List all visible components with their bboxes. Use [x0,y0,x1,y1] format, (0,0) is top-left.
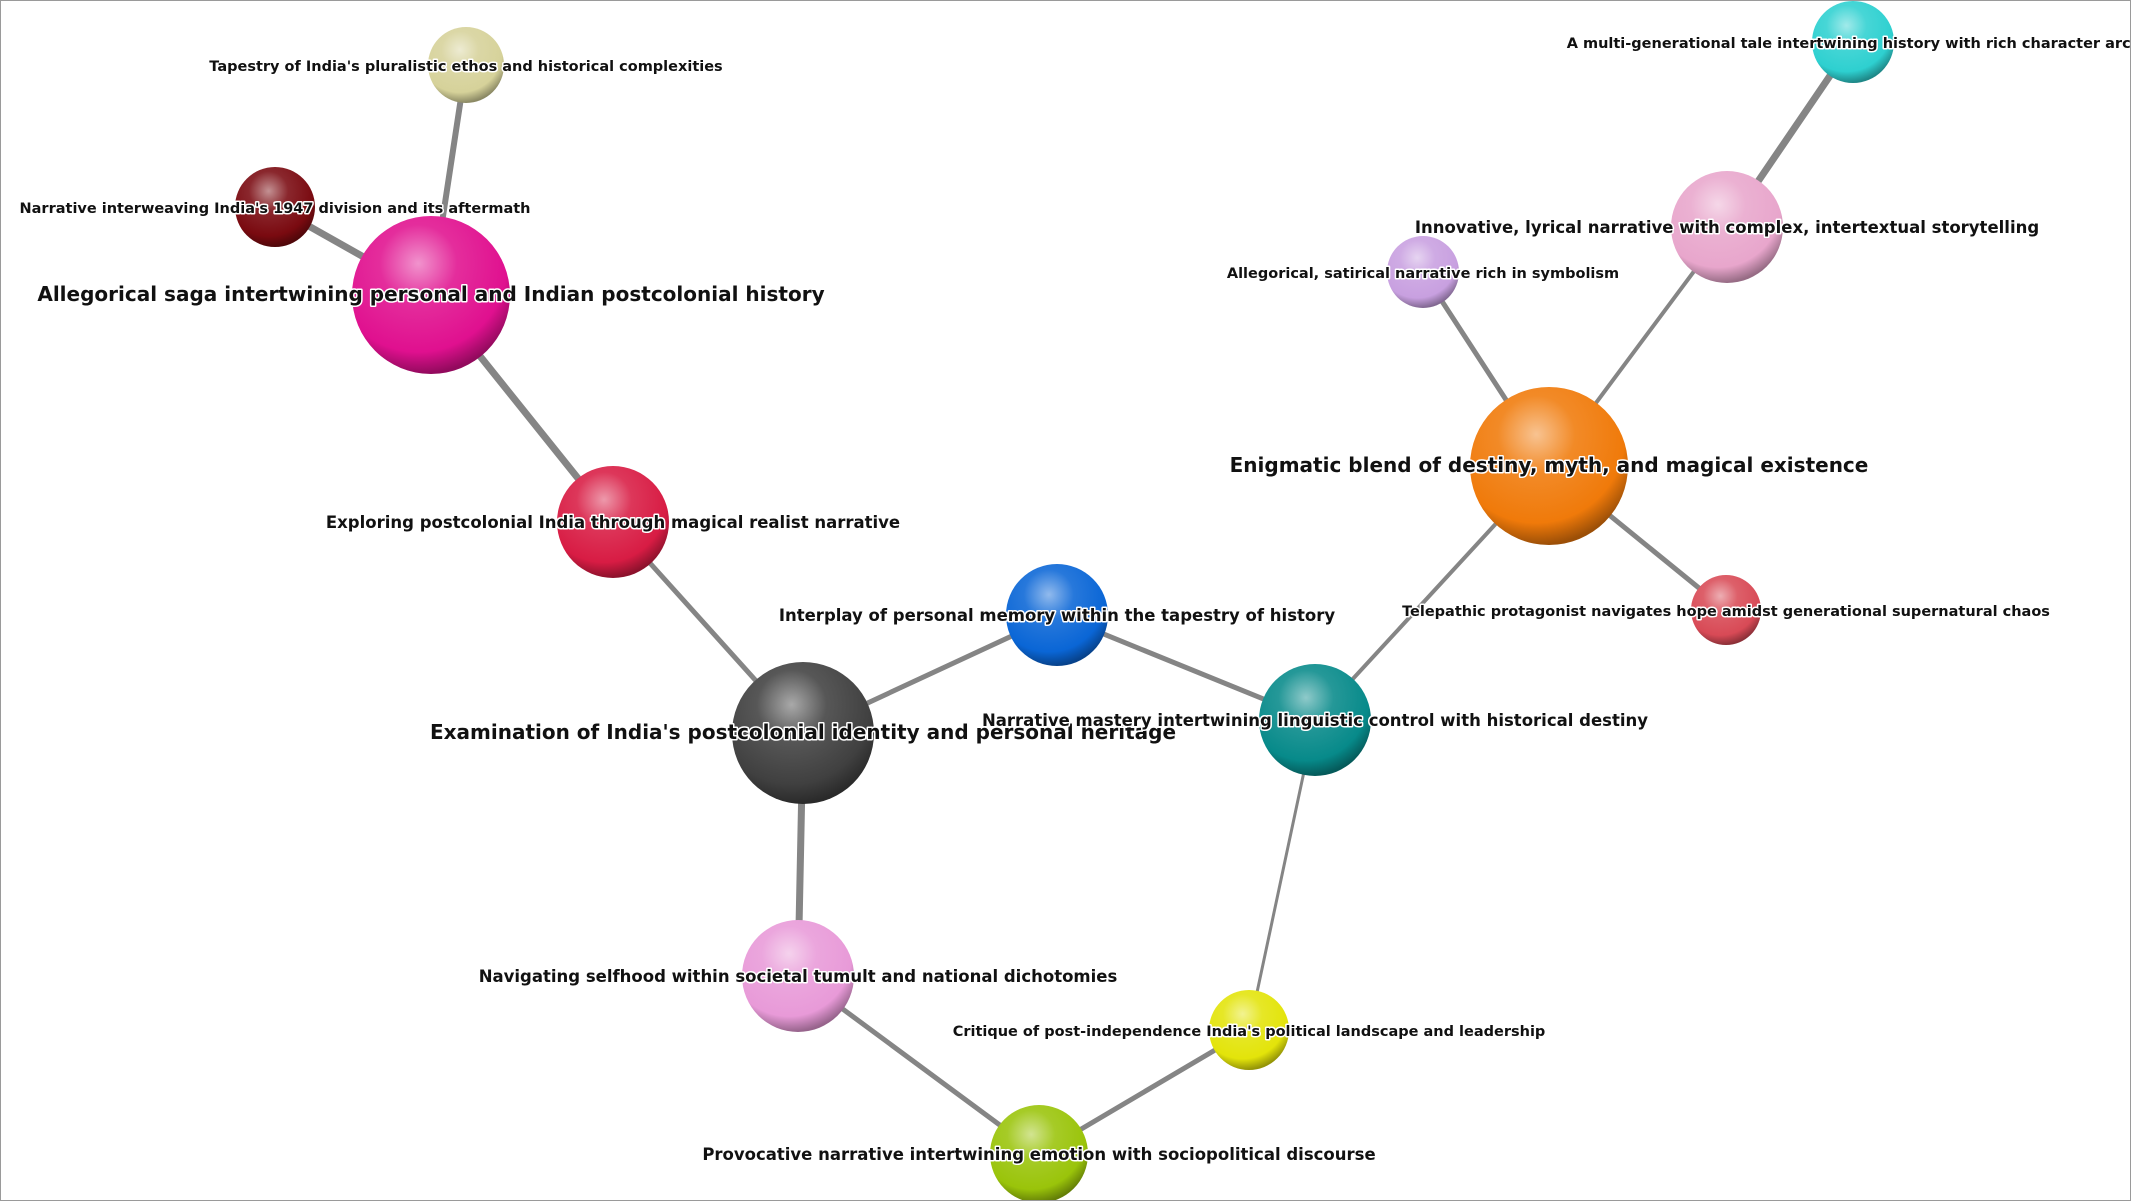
node-label-n15: Telepathic protagonist navigates hope am… [1402,604,2050,620]
node-n15[interactable] [1691,575,1761,645]
node-n4[interactable] [557,466,669,578]
node-n7[interactable] [1259,664,1371,776]
node-label-n11: Enigmatic blend of destiny, myth, and ma… [1230,453,1869,477]
node-label-n12: Allegorical, satirical narrative rich in… [1227,266,1619,282]
node-n9[interactable] [990,1105,1088,1200]
node-n10[interactable] [1209,990,1289,1070]
node-label-n6: Interplay of personal memory within the … [779,606,1336,625]
node-n13[interactable] [1671,171,1783,283]
node-n12[interactable] [1387,236,1459,308]
node-label-n8: Navigating selfhood within societal tumu… [479,967,1118,986]
node-label-n14: A multi-generational tale intertwining h… [1567,36,2130,52]
node-n14[interactable] [1812,1,1894,83]
node-label-n1: Tapestry of India's pluralistic ethos an… [209,59,722,75]
node-label-n10: Critique of post-independence India's po… [953,1024,1546,1040]
node-label-n7: Narrative mastery intertwining linguisti… [982,711,1648,730]
node-label-n13: Innovative, lyrical narrative with compl… [1415,218,2039,237]
node-n6[interactable] [1006,564,1108,666]
labels-layer: Tapestry of India's pluralistic ethos an… [18,35,2130,1166]
node-label-n4: Exploring postcolonial India through mag… [326,513,900,532]
node-n8[interactable] [742,920,854,1032]
node-n11[interactable] [1470,387,1628,545]
node-label-n5: Examination of India's postcolonial iden… [430,720,1176,744]
node-label-n9: Provocative narrative intertwining emoti… [702,1145,1375,1164]
node-n3[interactable] [352,216,510,374]
node-n2[interactable] [235,167,315,247]
nodes-layer [235,1,1894,1200]
node-n5[interactable] [732,662,874,804]
node-label-n3: Allegorical saga intertwining personal a… [37,282,824,306]
node-n1[interactable] [428,27,504,103]
node-label-n2: Narrative interweaving India's 1947 divi… [20,201,531,217]
